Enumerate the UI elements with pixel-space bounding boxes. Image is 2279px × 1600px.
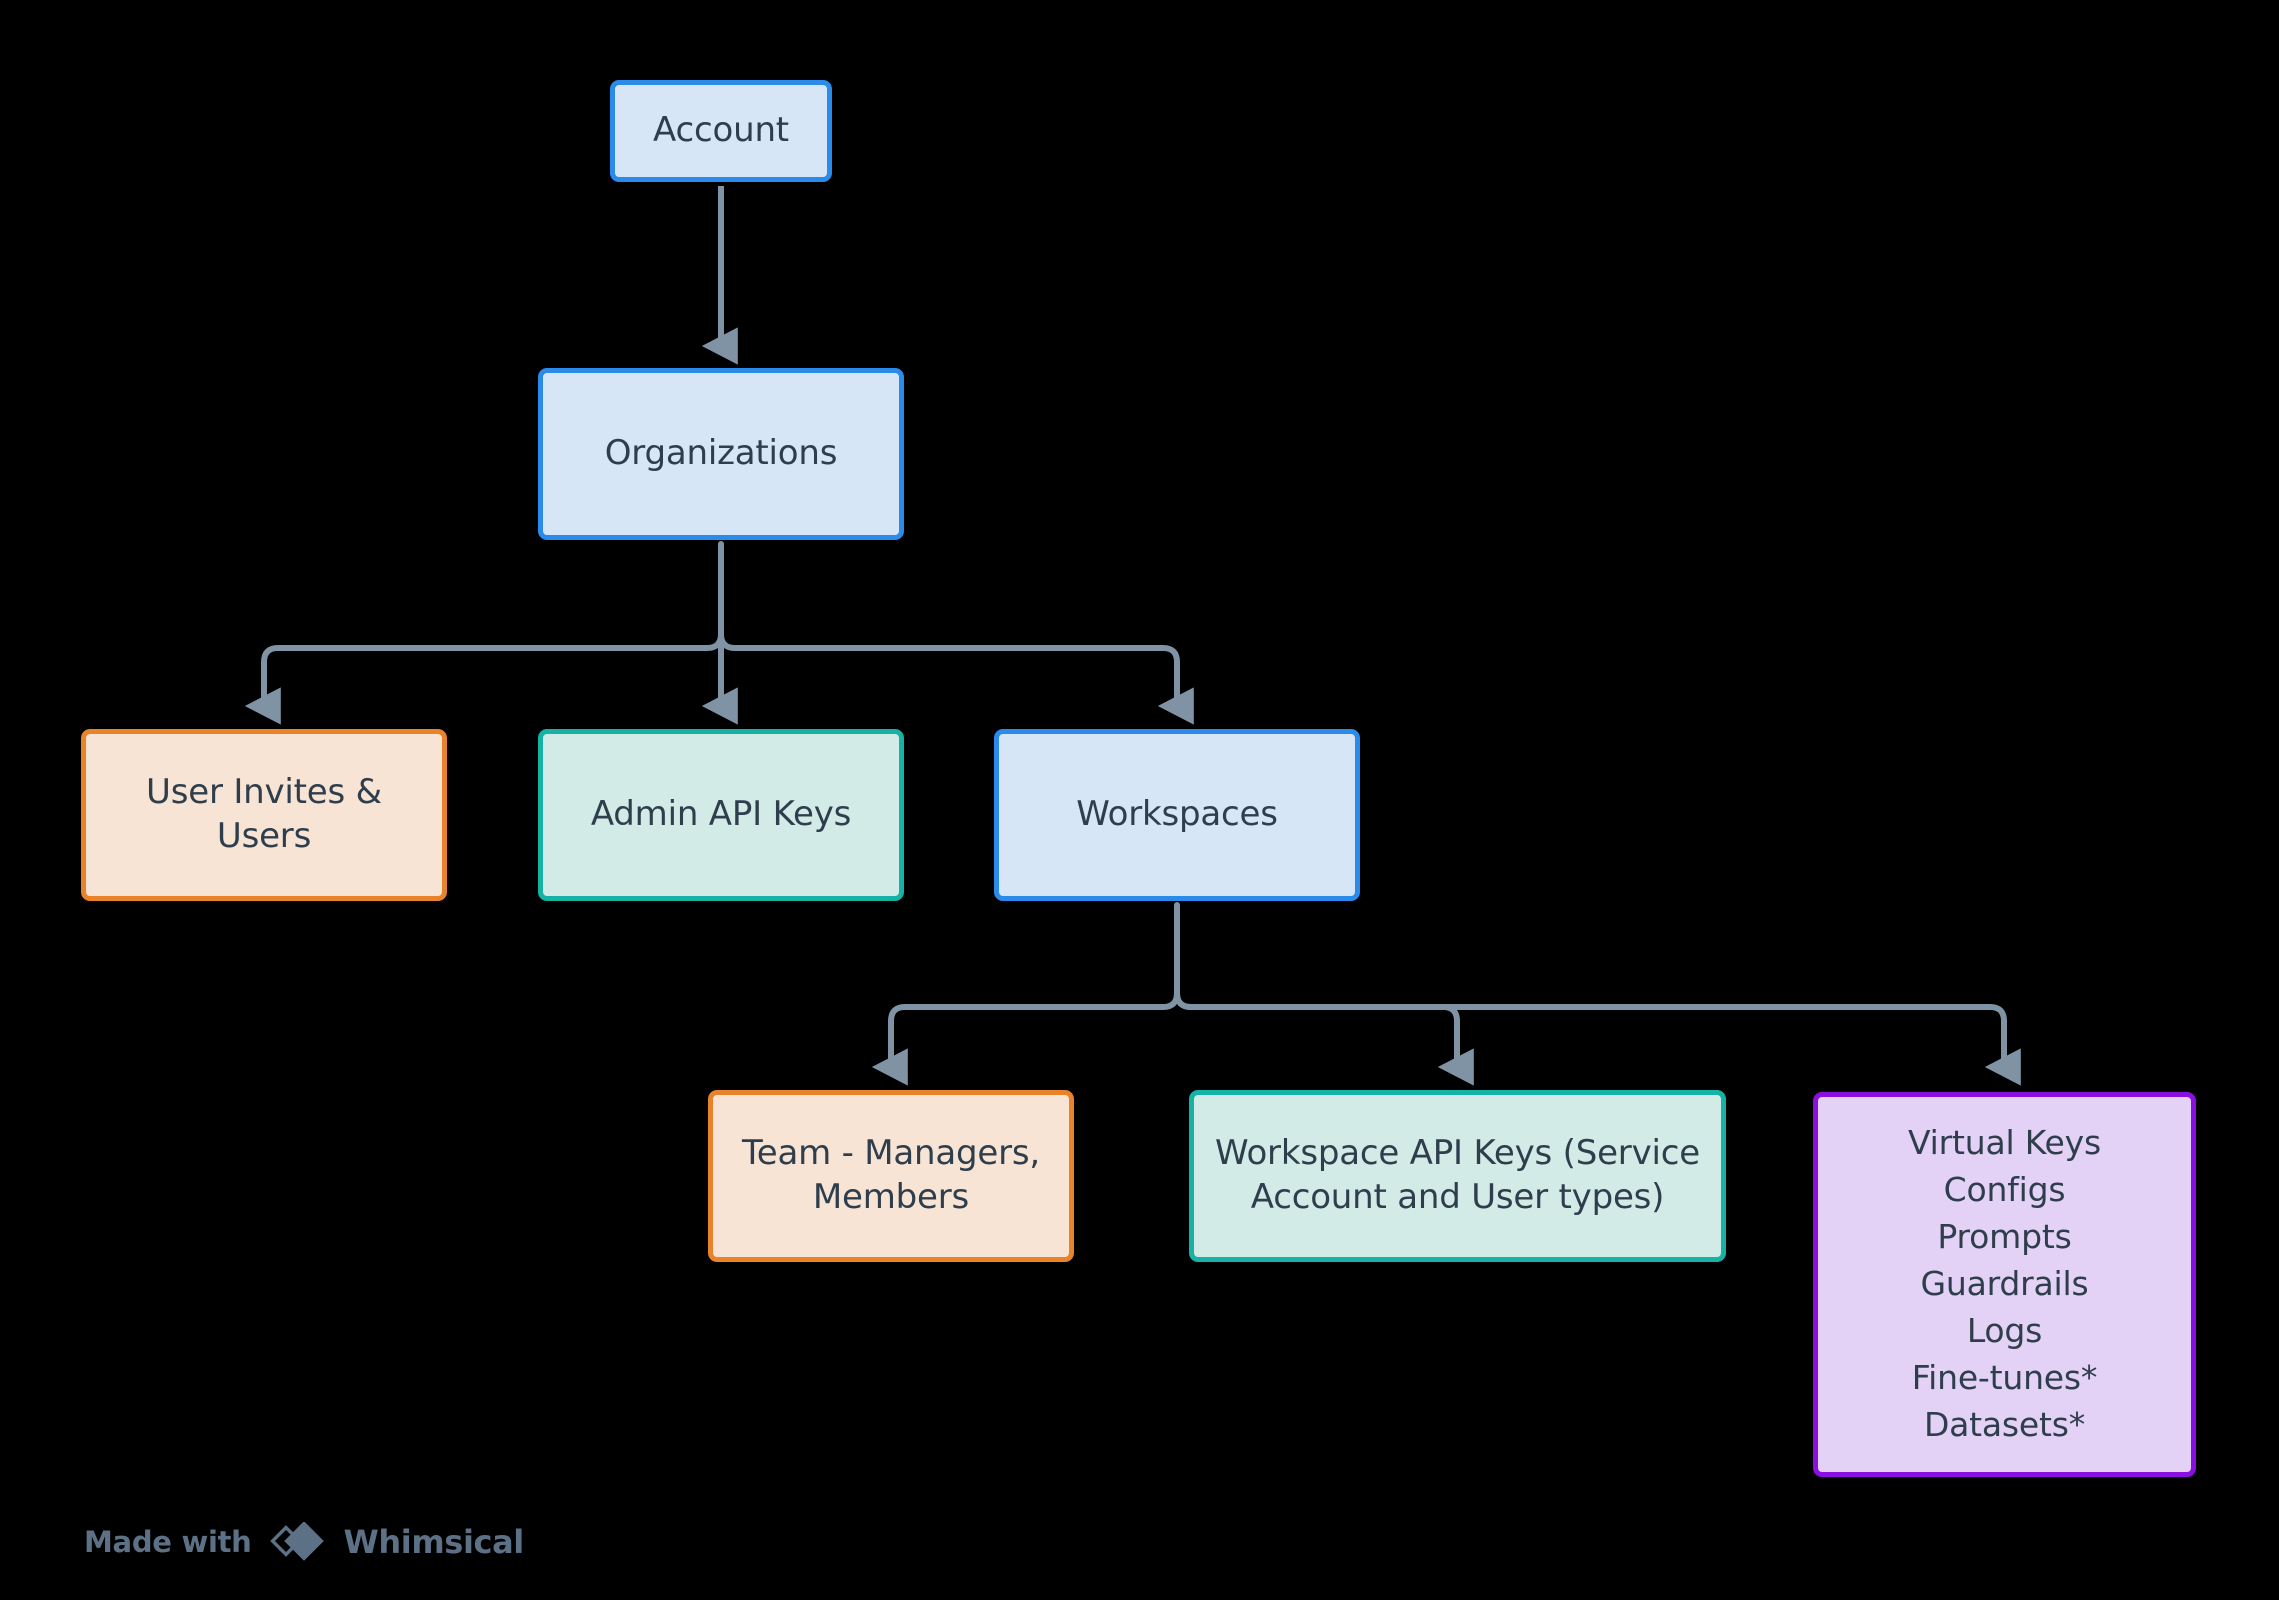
made-with-whimsical-watermark[interactable]: Made with Whimsical	[84, 1521, 525, 1562]
edge-organizations-workspaces	[718, 631, 1194, 725]
edge-workspaces-features	[1174, 990, 2021, 1086]
node-workspace-api-keys[interactable]: Workspace API Keys (Service Account and …	[1189, 1090, 1726, 1262]
node-workspaces[interactable]: Workspaces	[994, 729, 1360, 901]
node-account[interactable]: Account	[610, 80, 832, 182]
node-workspace-features[interactable]: Virtual Keys Configs Prompts Guardrails …	[1813, 1092, 2196, 1477]
node-workspace-features-label: Virtual Keys Configs Prompts Guardrails …	[1908, 1123, 2101, 1444]
node-admin-api-keys-label: Admin API Keys	[590, 794, 852, 835]
node-workspaces-label: Workspaces	[1076, 794, 1278, 835]
node-organizations-label: Organizations	[604, 433, 838, 474]
node-workspace-api-keys-label: Workspace API Keys (Service Account and …	[1215, 1133, 1700, 1217]
node-account-label: Account	[653, 110, 789, 151]
node-organizations[interactable]: Organizations	[538, 368, 904, 540]
made-with-label: Made with	[84, 1525, 252, 1559]
node-user-invites-users-label: User Invites & Users	[146, 772, 382, 856]
node-team-managers-members[interactable]: Team - Managers, Members	[708, 1090, 1074, 1262]
edge-organizations-user-invites	[244, 631, 724, 725]
whimsical-diamond-logo	[269, 1521, 326, 1562]
edge-workspaces-team	[871, 990, 1180, 1086]
whimsical-brand-label: Whimsical	[343, 1523, 525, 1561]
edge-workspaces-workspace-api-keys	[1174, 990, 1474, 1086]
node-user-invites-users[interactable]: User Invites & Users	[81, 729, 447, 901]
node-admin-api-keys[interactable]: Admin API Keys	[538, 729, 904, 901]
node-team-managers-members-label: Team - Managers, Members	[741, 1133, 1041, 1217]
